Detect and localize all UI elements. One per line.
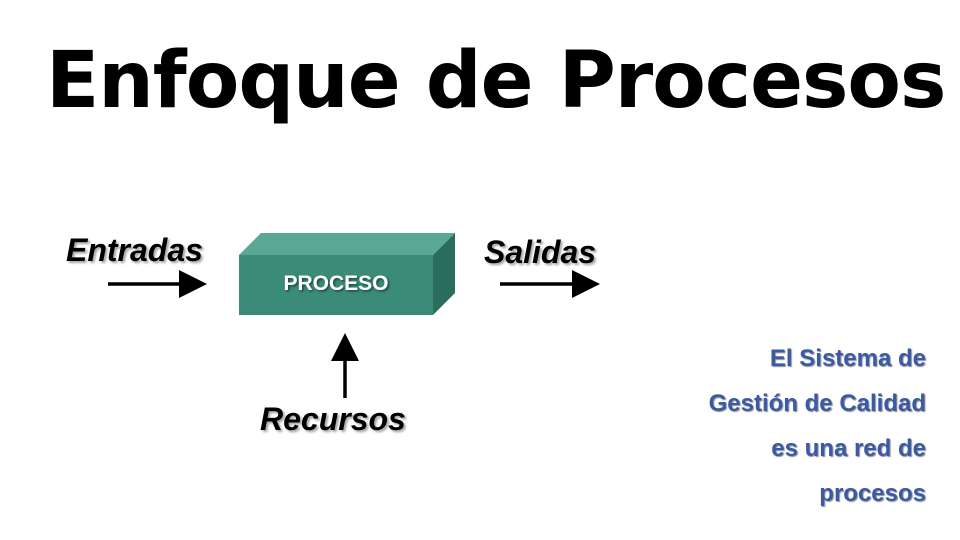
process-box: PROCESO bbox=[239, 233, 455, 315]
process-box-front bbox=[239, 255, 433, 315]
quality-system-note: El Sistema de Gestión de Calidad es una … bbox=[566, 336, 926, 516]
slide-title: Enfoque de Procesos bbox=[46, 36, 946, 126]
note-line: El Sistema de bbox=[769, 345, 926, 372]
note-line: es una red de bbox=[771, 435, 926, 462]
process-label: PROCESO bbox=[283, 272, 388, 295]
resources-label: Recursos bbox=[260, 401, 406, 437]
inputs-label: Entradas bbox=[66, 232, 203, 268]
process-box-side bbox=[433, 233, 455, 315]
note-line: procesos bbox=[819, 480, 926, 507]
process-box-top bbox=[239, 233, 455, 255]
outputs-label: Salidas bbox=[484, 234, 597, 270]
note-line: Gestión de Calidad bbox=[708, 390, 926, 417]
